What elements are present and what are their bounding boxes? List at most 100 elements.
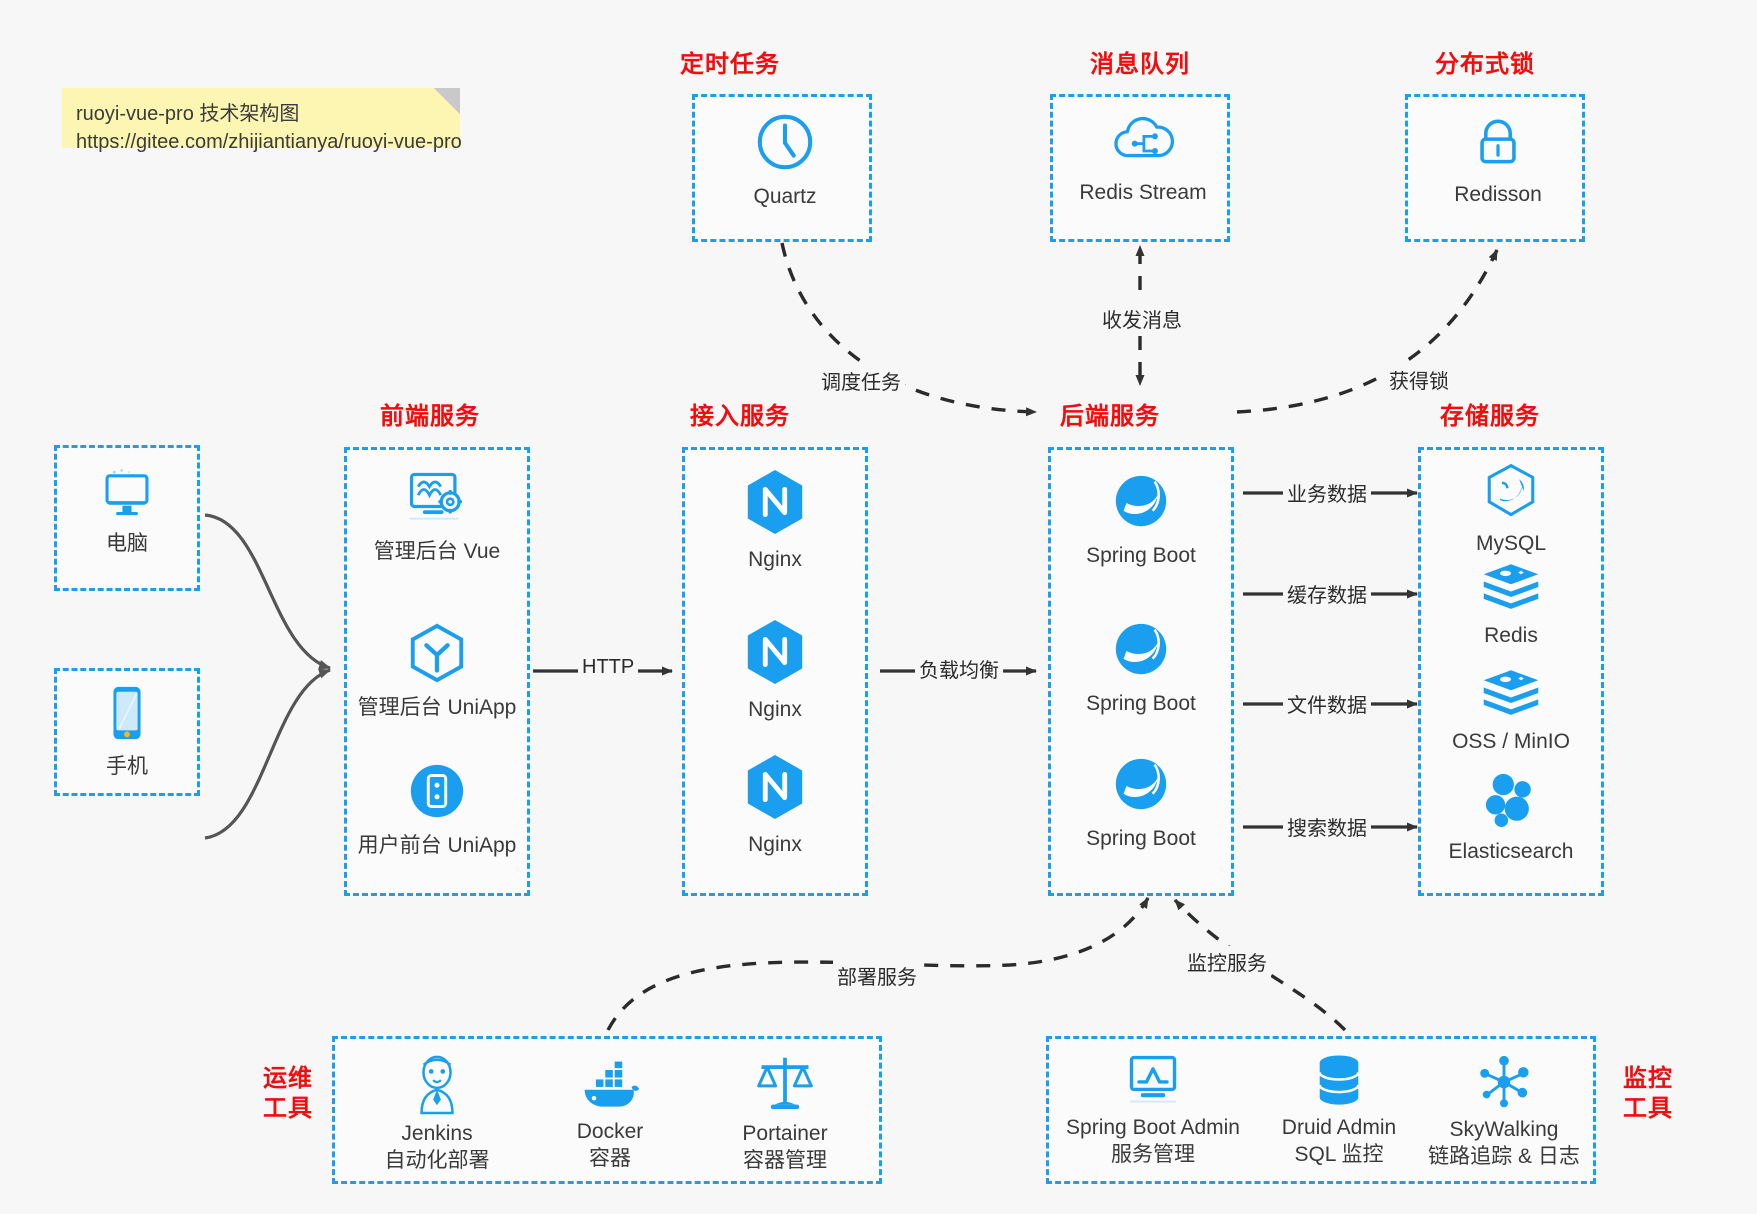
group-title-distributed-lock: 分布式锁 (1435, 51, 1535, 78)
edge-label-deploy-service: 部署服务 (833, 960, 921, 991)
group-title-scheduled-task: 定时任务 (680, 51, 780, 78)
node-label: Redisson (1454, 183, 1542, 206)
node-nginx-1[interactable]: Nginx (685, 468, 865, 573)
node-spring-boot-1[interactable]: Spring Boot (1051, 470, 1231, 569)
note-url: https://gitee.com/zhijiantianya/ruoyi-vu… (76, 131, 462, 153)
node-redis[interactable]: Redis (1421, 562, 1601, 649)
node-name: Druid Admin (1281, 1116, 1397, 1139)
node-label: Elasticsearch (1448, 840, 1574, 863)
node-druid-admin[interactable]: Druid Admin SQL 监控 (1264, 1053, 1414, 1168)
edge-label-http: HTTP (578, 655, 639, 680)
node-docker[interactable]: Docker 容器 (530, 1059, 690, 1172)
node-mysql[interactable]: MySQL (1421, 462, 1601, 557)
docker-whale-icon (579, 1059, 641, 1118)
note-title: ruoyi-vue-pro 技术架构图 (76, 103, 300, 125)
uniapp-cube-icon (404, 622, 470, 689)
node-name: Portainer (742, 1122, 828, 1145)
group-box-scheduled-task: Quartz (692, 94, 872, 242)
cloud-stream-icon (1110, 111, 1176, 174)
group-box-backend: Spring Boot Spring Boot Spring Boot (1048, 447, 1234, 896)
node-desc: 自动化部署 (384, 1149, 490, 1172)
spring-boot-icon (1110, 753, 1172, 820)
group-title-backend: 后端服务 (1060, 403, 1160, 430)
node-redis-stream[interactable]: Redis Stream (1053, 111, 1233, 206)
group-box-monitor-tools: Spring Boot Admin 服务管理 Druid Admin SQL 监… (1046, 1036, 1596, 1184)
node-label: MySQL (1475, 532, 1546, 555)
padlock-icon (1468, 111, 1528, 176)
node-desc: 容器 (589, 1147, 631, 1170)
node-desc: 容器管理 (743, 1149, 827, 1172)
node-nginx-3[interactable]: Nginx (685, 753, 865, 858)
edge-label-cache-data: 缓存数据 (1283, 578, 1371, 609)
elasticsearch-icon (1482, 772, 1540, 833)
node-label: Redis Stream (1079, 181, 1207, 204)
node-admin-uniapp[interactable]: 管理后台 UniApp (347, 622, 527, 721)
node-label: 手机 (106, 755, 148, 778)
node-name: Docker (576, 1120, 644, 1143)
edge-label-load-balance: 负载均衡 (915, 653, 1003, 684)
node-nginx-2[interactable]: Nginx (685, 618, 865, 723)
node-portainer[interactable]: Portainer 容器管理 (705, 1053, 865, 1174)
node-user-uniapp[interactable]: 用户前台 UniApp (347, 760, 527, 859)
group-box-message-queue: Redis Stream (1050, 94, 1230, 242)
edge-backend-to-redisson (1236, 249, 1499, 414)
redis-stack-icon (1481, 562, 1541, 617)
node-name: Spring Boot Admin (1066, 1116, 1240, 1139)
node-label: Spring Boot (1086, 827, 1196, 850)
edge-label-schedule-task: 调度任务 (817, 365, 905, 396)
node-label: Redis (1484, 624, 1538, 647)
node-name: Jenkins (401, 1122, 473, 1145)
node-quartz[interactable]: Quartz (695, 111, 875, 210)
node-desc: 链路追踪 & 日志 (1428, 1145, 1580, 1168)
node-label: Nginx (748, 833, 802, 856)
node-redisson[interactable]: Redisson (1408, 111, 1588, 208)
group-box-gateway: Nginx Nginx Nginx (682, 447, 868, 896)
node-mobile[interactable]: 手机 (57, 685, 197, 780)
spring-boot-icon (1110, 618, 1172, 685)
dashboard-gear-icon (404, 468, 470, 533)
nginx-icon (743, 468, 807, 541)
edge-label-business-data: 业务数据 (1283, 477, 1371, 508)
node-admin-vue[interactable]: 管理后台 Vue (347, 468, 527, 565)
node-elasticsearch[interactable]: Elasticsearch (1421, 772, 1601, 865)
monitor-title-line2: 工具 (1623, 1095, 1673, 1122)
node-label: Spring Boot (1086, 692, 1196, 715)
node-spring-boot-admin[interactable]: Spring Boot Admin 服务管理 (1049, 1053, 1257, 1168)
node-name: SkyWalking (1449, 1118, 1559, 1141)
desktop-monitor-icon (98, 466, 156, 525)
spring-boot-icon (1110, 470, 1172, 537)
node-skywalking[interactable]: SkyWalking 链路追踪 & 日志 (1414, 1053, 1594, 1170)
group-box-storage: MySQL Redis (1418, 447, 1604, 896)
note-fold-corner (434, 88, 460, 114)
node-spring-boot-3[interactable]: Spring Boot (1051, 753, 1231, 852)
node-oss-minio[interactable]: OSS / MinIO (1421, 668, 1601, 755)
node-label: OSS / MinIO (1452, 730, 1570, 753)
group-box-ops-tools: Jenkins 自动化部署 Docker 容器 (332, 1036, 882, 1184)
edge-label-monitor-service: 监控服务 (1183, 946, 1271, 977)
node-label: Nginx (748, 548, 802, 571)
group-box-client-pc: 电脑 (54, 445, 200, 591)
monitor-chart-icon (1124, 1053, 1182, 1114)
edge-mobile-to-frontend (204, 668, 331, 840)
node-label: Spring Boot (1086, 544, 1196, 567)
edge-pc-to-frontend (204, 513, 331, 670)
skywalking-node-icon (1475, 1053, 1533, 1116)
node-label: 管理后台 Vue (373, 540, 501, 563)
node-desc: 服务管理 (1111, 1143, 1195, 1166)
node-desc: SQL 监控 (1294, 1143, 1384, 1166)
nginx-icon (743, 753, 807, 826)
edge-label-file-data: 文件数据 (1283, 688, 1371, 719)
group-title-frontend: 前端服务 (380, 403, 480, 430)
node-label: Quartz (753, 185, 817, 208)
node-jenkins[interactable]: Jenkins 自动化部署 (357, 1053, 517, 1174)
diagram-note: ruoyi-vue-pro 技术架构图 https://gitee.com/zh… (62, 88, 462, 153)
edge-label-acquire-lock: 获得锁 (1385, 364, 1453, 395)
group-title-gateway: 接入服务 (690, 403, 790, 430)
node-spring-boot-2[interactable]: Spring Boot (1051, 618, 1231, 717)
jenkins-butler-icon (408, 1053, 466, 1120)
database-stack-icon (1312, 1053, 1366, 1114)
scales-balance-icon (754, 1053, 816, 1120)
group-box-client-mobile: 手机 (54, 668, 200, 796)
node-pc[interactable]: 电脑 (57, 466, 197, 557)
